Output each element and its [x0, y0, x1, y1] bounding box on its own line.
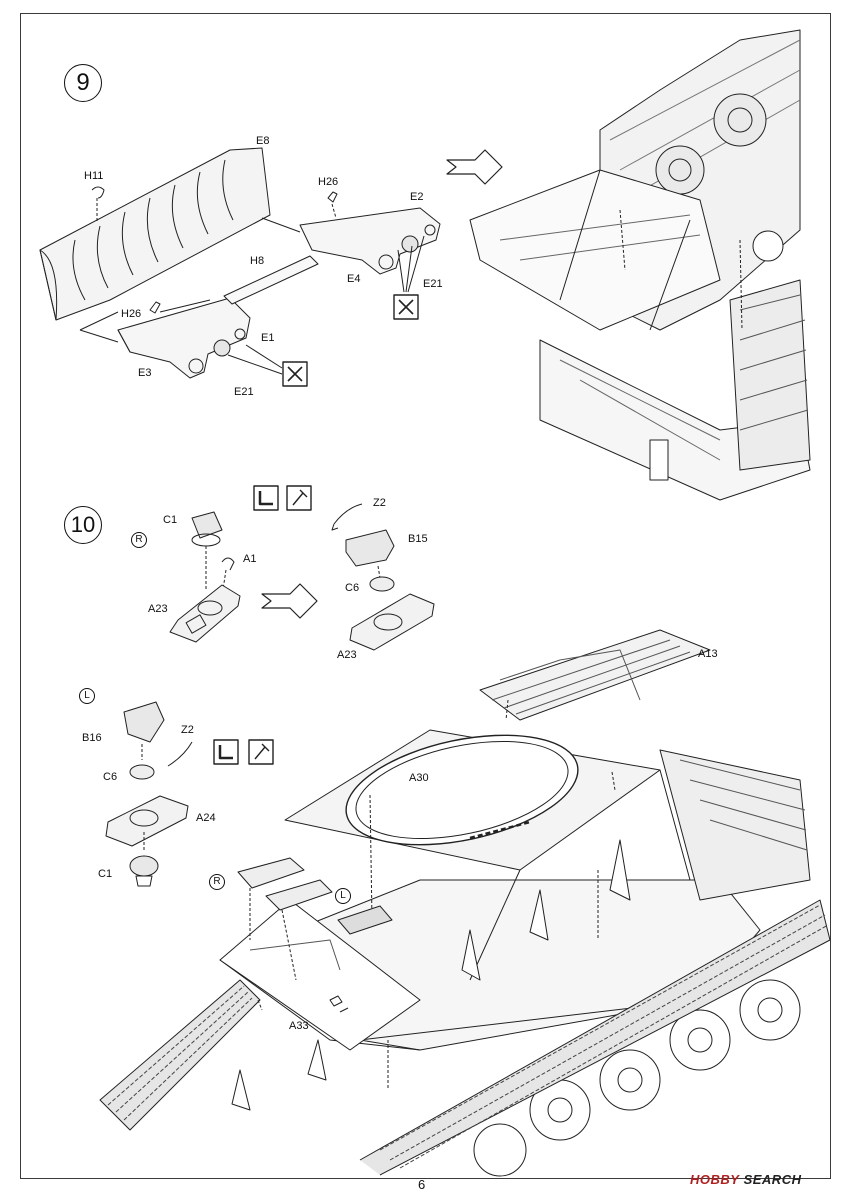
hull-top-view — [99, 629, 831, 1177]
part-b16-cover — [123, 701, 165, 743]
step-10-number: 10 — [64, 506, 102, 544]
side-left-badge-hull: L — [335, 888, 351, 904]
part-h11-clip — [91, 186, 105, 199]
part-b15-cover — [345, 529, 395, 567]
paint-icon — [248, 739, 274, 765]
part-c1-left-hatch — [129, 855, 159, 887]
label-e4: E4 — [347, 273, 361, 285]
direction-arrow-icon — [446, 149, 503, 185]
part-z2-top-wire — [333, 503, 363, 525]
cement-icon — [253, 485, 279, 511]
label-c1-top: C1 — [163, 514, 178, 526]
label-b16: B16 — [82, 732, 102, 744]
side-right-badge-hull: R — [209, 874, 225, 890]
watermark-logo: HOBBY SEARCH — [690, 1172, 802, 1187]
side-right-badge-top: R — [131, 532, 147, 548]
label-h11: H11 — [84, 170, 104, 182]
part-h8-rod — [223, 255, 319, 305]
page-border — [20, 13, 831, 1179]
part-e8-blade — [39, 147, 271, 321]
label-c6-top: C6 — [345, 582, 360, 594]
part-a23-right-plate — [349, 593, 435, 651]
label-a23-right: A23 — [337, 649, 357, 661]
part-z2-left-wire — [167, 741, 193, 767]
hatch-r-assembly — [237, 857, 333, 981]
page-number: 6 — [418, 1177, 426, 1192]
label-e21-top: E21 — [423, 278, 443, 290]
label-e1: E1 — [261, 332, 275, 344]
label-e2: E2 — [410, 191, 424, 203]
part-a23-left-plate — [169, 584, 241, 643]
label-h26-left: H26 — [121, 308, 142, 320]
part-e3-bracket — [117, 297, 251, 379]
label-a13: A13 — [698, 648, 718, 660]
part-c6-left-ring — [129, 764, 155, 780]
label-e8: E8 — [256, 135, 270, 147]
label-a33: A33 — [289, 1020, 309, 1032]
part-h26-left-pin — [149, 301, 161, 314]
label-b15: B15 — [408, 533, 428, 545]
label-a24: A24 — [196, 812, 216, 824]
step-9-number: 9 — [64, 64, 102, 102]
label-a1: A1 — [243, 553, 257, 565]
direction-arrow-icon — [261, 583, 318, 619]
part-c6-ring — [369, 576, 395, 592]
label-e21-bottom: E21 — [234, 386, 254, 398]
part-a1-handle — [221, 557, 235, 571]
label-e3: E3 — [138, 367, 152, 379]
label-c6-left: C6 — [103, 771, 118, 783]
part-c1-top-hatch — [191, 511, 223, 547]
label-a30: A30 — [409, 772, 429, 784]
part-a24-plate — [105, 795, 189, 847]
cement-icon — [213, 739, 239, 765]
label-a23-left: A23 — [148, 603, 168, 615]
part-e2-bracket — [299, 207, 441, 275]
label-z2-top: Z2 — [373, 497, 386, 509]
hull-rear-view — [469, 29, 811, 501]
paint-icon — [286, 485, 312, 511]
side-left-badge: L — [79, 688, 95, 704]
no-glue-icon — [393, 294, 419, 320]
label-h26-top: H26 — [318, 176, 339, 188]
hatch-l-area — [337, 905, 393, 935]
part-h26-top-pin — [327, 191, 338, 203]
label-z2-left: Z2 — [181, 724, 194, 736]
no-glue-icon — [282, 361, 308, 387]
label-h8: H8 — [250, 255, 265, 267]
label-c1-left: C1 — [98, 868, 113, 880]
